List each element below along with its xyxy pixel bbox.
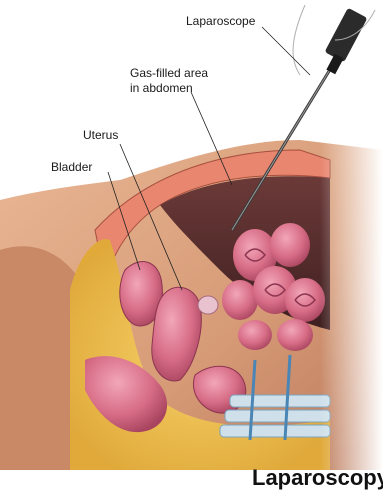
label-bladder: Bladder [51, 160, 92, 174]
label-gas-line2: in abdomen [130, 81, 193, 95]
diagram-title: Laparoscopy [252, 465, 383, 491]
label-gas-line1: Gas-filled area [130, 66, 208, 80]
label-uterus: Uterus [83, 128, 118, 142]
ovary [198, 296, 218, 314]
label-laparoscope: Laparoscope [186, 14, 255, 28]
